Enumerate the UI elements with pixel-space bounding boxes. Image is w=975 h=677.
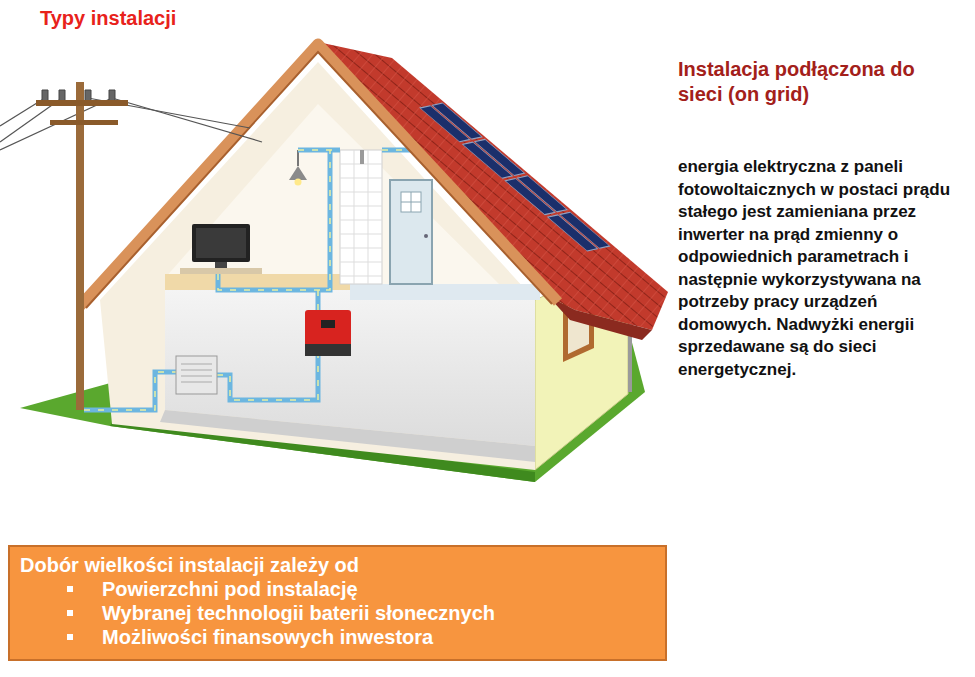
bullet-item: Możliwości finansowych inwestora bbox=[20, 625, 655, 649]
eave bbox=[548, 296, 652, 340]
section-heading: Instalacja podłączona do sieci (on grid) bbox=[678, 57, 930, 107]
description-text: energia elektryczna z paneli fotowoltaic… bbox=[678, 156, 970, 381]
gable-trim bbox=[80, 44, 558, 306]
lamp bbox=[289, 150, 307, 186]
cables bbox=[84, 138, 436, 410]
meter bbox=[176, 356, 217, 394]
upper-floor bbox=[350, 284, 540, 300]
floor bbox=[160, 410, 535, 462]
door bbox=[390, 180, 432, 284]
gable-trim bbox=[86, 52, 552, 308]
tv bbox=[180, 224, 262, 274]
inverter bbox=[305, 310, 351, 356]
info-box: Dobór wielkości instalacji zależy odPowi… bbox=[8, 545, 667, 661]
slide-title: Typy instalacji bbox=[40, 6, 176, 30]
bullet-item: Wybranej technologii baterii słonecznych bbox=[20, 601, 655, 625]
roof bbox=[318, 42, 668, 330]
box-heading: Dobór wielkości instalacji zależy od bbox=[20, 553, 655, 577]
bullet-item: Powierzchni pod instalację bbox=[20, 577, 655, 601]
shower-tiles bbox=[340, 150, 382, 284]
house-section bbox=[100, 62, 535, 470]
utility-pole bbox=[0, 82, 262, 410]
